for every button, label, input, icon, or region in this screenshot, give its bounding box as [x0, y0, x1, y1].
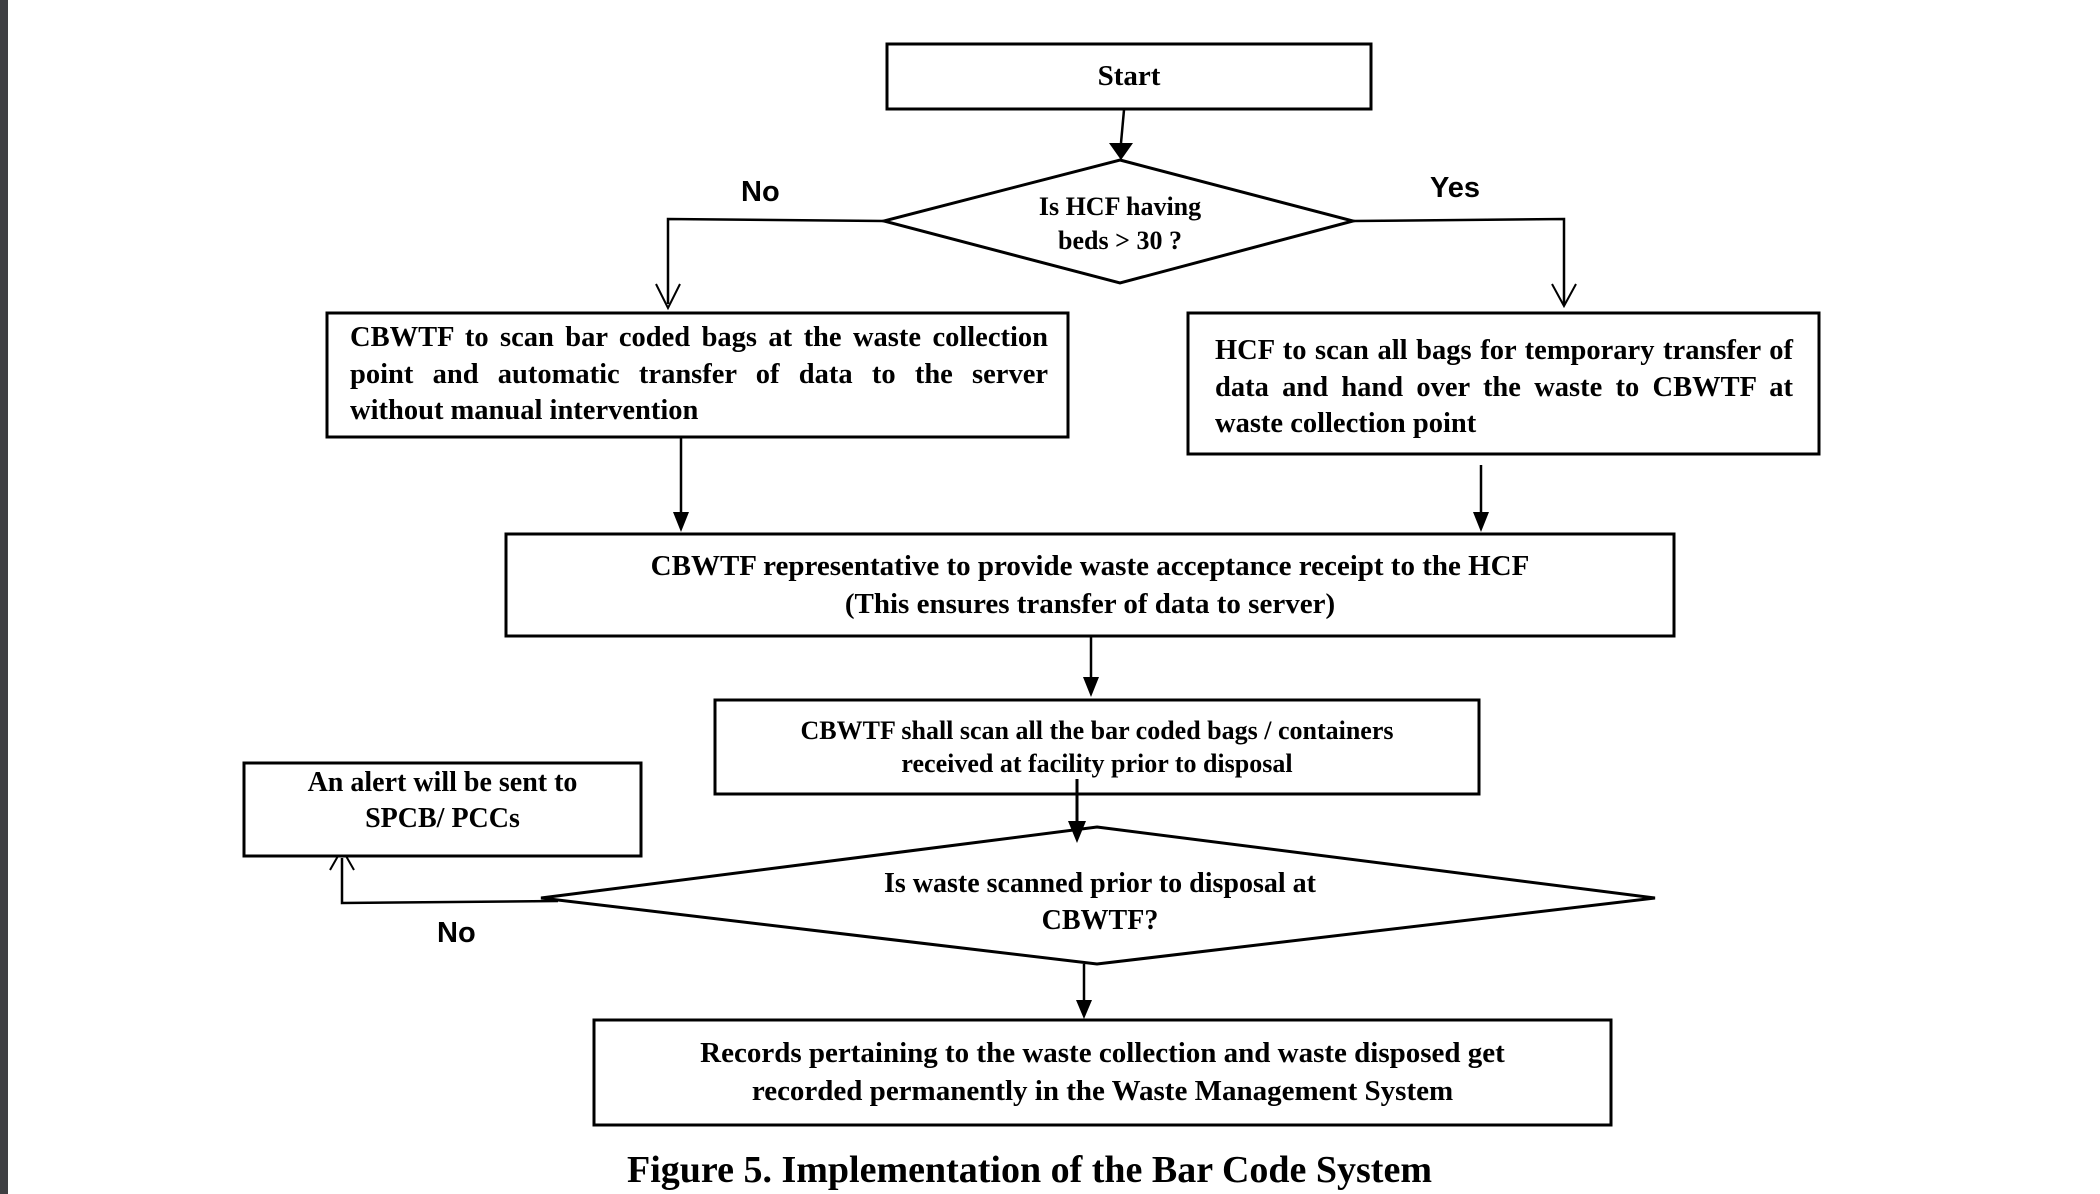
facility-scan-line1: CBWTF shall scan all the bar coded bags …	[800, 715, 1394, 745]
alert-box	[242, 761, 643, 858]
decision-scanned-label: Is waste scanned prior to disposal at CB…	[800, 866, 1400, 930]
arrowhead-cbwtf-to-receipt	[673, 512, 689, 532]
edge-scanned-no	[340, 858, 559, 905]
alert-text: An alert will be sent to SPCB/ PCCs	[244, 763, 641, 839]
hcf-scan-box	[1186, 311, 1821, 456]
facility-scan-box	[713, 698, 1481, 796]
decision-beds-diamond	[878, 158, 1359, 285]
decision-beds-line2: beds > 30 ?	[1058, 225, 1182, 255]
cbwtf-scan-text: CBWTF to scan bar coded bags at the wast…	[350, 322, 1048, 427]
decision-beds-label: Is HCF having beds > 30 ?	[990, 190, 1250, 258]
records-text: Records pertaining to the waste collecti…	[594, 1022, 1611, 1124]
edge-beds-no	[666, 217, 885, 304]
facility-scan-text: CBWTF shall scan all the bar coded bags …	[715, 706, 1479, 788]
open-arrowhead-beds-no	[655, 283, 681, 311]
edge-label-scanned-no: No	[437, 917, 476, 949]
receipt-line2: (This ensures transfer of data to server…	[844, 588, 1336, 620]
arrowhead-start-to-decision	[1109, 143, 1133, 160]
receipt-box	[504, 532, 1676, 638]
figure-caption: Figure 5. Implementation of the Bar Code…	[627, 1149, 1432, 1191]
open-arrowhead-beds-yes	[1551, 283, 1577, 309]
viewer-side-bar	[0, 0, 8, 1194]
records-line2: recorded permanently in the Waste Manage…	[751, 1075, 1454, 1107]
decision-scanned-line2: CBWTF?	[1041, 904, 1159, 930]
records-box	[592, 1018, 1613, 1127]
alert-line1: An alert will be sent to	[307, 766, 578, 798]
edge-label-beds-yes: Yes	[1430, 172, 1480, 204]
start-box	[885, 42, 1373, 111]
facility-scan-line2: received at facility prior to disposal	[901, 749, 1293, 778]
decision-beds-line1: Is HCF having	[1038, 192, 1202, 221]
receipt-text: CBWTF representative to provide waste ac…	[506, 536, 1674, 636]
arrowhead-decision-to-records	[1076, 1000, 1092, 1019]
decision-scanned-diamond	[540, 825, 1656, 966]
edge-beds-yes	[1352, 217, 1566, 304]
receipt-line1: CBWTF representative to provide waste ac…	[650, 550, 1530, 583]
records-line1: Records pertaining to the waste collecti…	[700, 1037, 1505, 1070]
arrowhead-facility-scan-to-decision	[1068, 821, 1086, 843]
start-label: Start	[1097, 59, 1161, 92]
arrowhead-hcf-to-receipt	[1473, 512, 1489, 532]
alert-line2: SPCB/ PCCs	[365, 803, 520, 834]
edge-label-beds-no: No	[741, 176, 780, 208]
decision-scanned-line1: Is waste scanned prior to disposal at	[884, 868, 1316, 899]
cbwtf-scan-box	[325, 311, 1070, 439]
hcf-scan-text: HCF to scan all bags for temporary trans…	[1215, 335, 1793, 440]
arrowhead-receipt-to-facility-scan	[1083, 677, 1099, 697]
edge-start-to-decision	[1119, 109, 1126, 144]
